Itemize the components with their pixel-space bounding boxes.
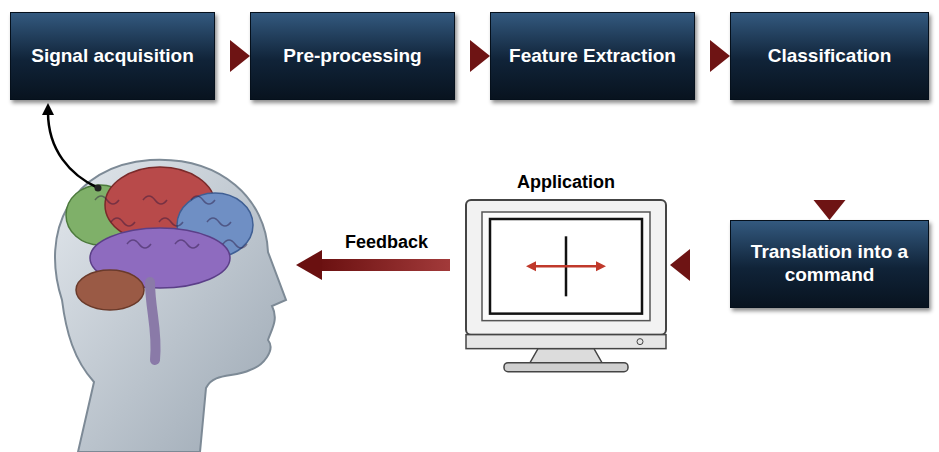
- flow-arrow: [814, 100, 846, 220]
- box-label: Signal acquisition: [31, 45, 194, 68]
- flow-arrow: [695, 40, 730, 72]
- head-profile: [55, 160, 286, 452]
- process-box: Pre-processing: [250, 12, 455, 100]
- arrowhead: [470, 40, 490, 72]
- arrowhead: [710, 40, 730, 72]
- box-label: Pre-processing: [283, 45, 421, 68]
- arrowhead: [670, 249, 690, 281]
- box-label: Translation into a command: [741, 241, 918, 287]
- flow-arrow: [455, 40, 490, 72]
- monitor-drawing: [462, 198, 670, 385]
- feedback-arrow: [318, 259, 450, 271]
- arrowhead: [814, 200, 846, 220]
- arrow-shaft: [455, 49, 472, 63]
- arrow-shaft: [823, 100, 837, 202]
- box-label: Feature Extraction: [509, 45, 676, 68]
- flow-arrow: [670, 249, 730, 281]
- arrow-shaft: [215, 49, 232, 63]
- flow-arrow: [215, 40, 250, 72]
- process-box: Feature Extraction: [490, 12, 695, 100]
- monitor-heading: Application: [462, 170, 670, 194]
- process-box: Signal acquisition: [10, 12, 215, 100]
- process-box: Translation into a command: [730, 220, 929, 308]
- box-label: Classification: [768, 45, 892, 68]
- feedback-label: Feedback: [345, 232, 428, 253]
- arrow-shaft: [688, 258, 730, 272]
- feedback-arrowhead: [296, 250, 322, 280]
- electrode: [95, 185, 102, 192]
- arrow-shaft: [695, 49, 712, 63]
- electrode-wire: [48, 112, 98, 188]
- wire-arrowhead: [42, 103, 54, 115]
- brain: [66, 167, 253, 360]
- arrowhead: [230, 40, 250, 72]
- application-monitor: Application: [462, 170, 670, 385]
- process-box: Classification: [730, 12, 929, 100]
